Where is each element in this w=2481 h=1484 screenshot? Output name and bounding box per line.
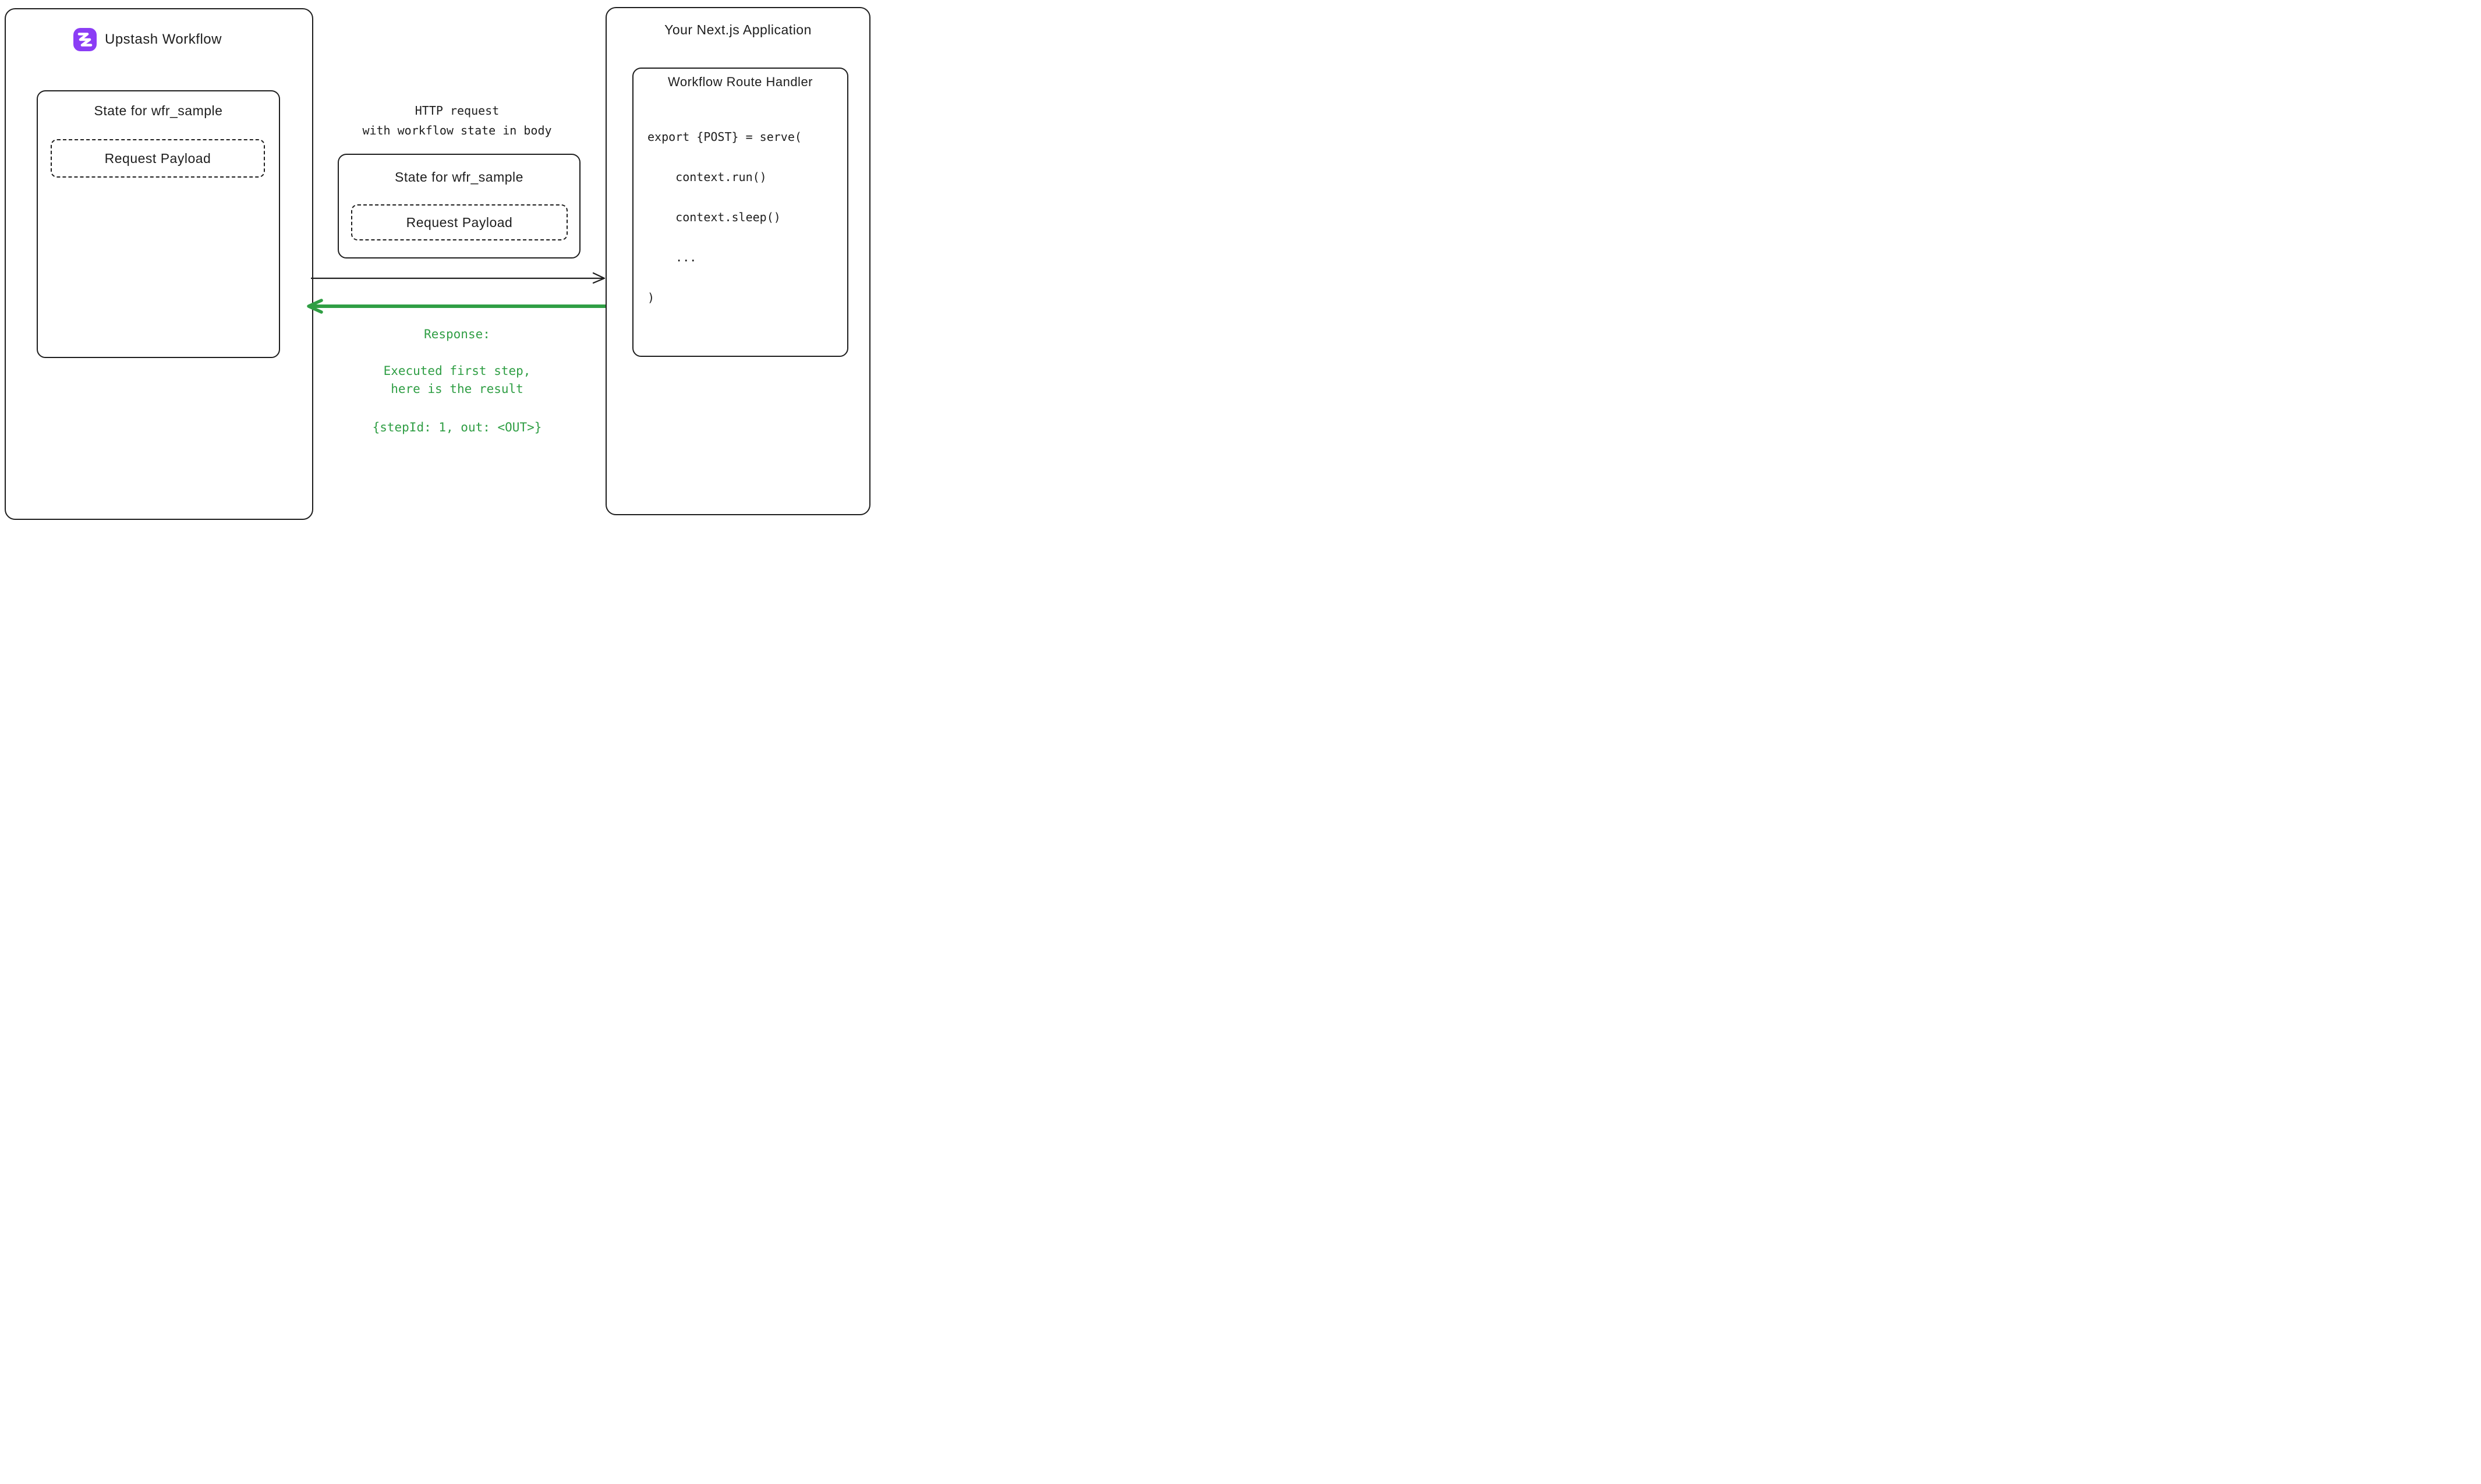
upstash-workflow-title: Upstash Workflow (105, 31, 222, 47)
response-heading: Response: (424, 327, 490, 341)
code-line: context.run() (647, 170, 767, 184)
request-payload-box: Request Payload (351, 204, 568, 240)
route-handler-box (632, 68, 848, 357)
code-line: ) (647, 291, 655, 304)
response-message: Executed first step, here is the result (341, 362, 574, 398)
response-code: {stepId: 1, out: <OUT>} (372, 420, 542, 434)
route-handler-code: export {POST} = serve( context.run() con… (647, 104, 802, 331)
request-state-box-title: State for wfr_sample (395, 169, 523, 185)
left-state-box-title: State for wfr_sample (94, 103, 223, 118)
request-payload-label: Request Payload (406, 214, 513, 230)
nextjs-app-title: Your Next.js Application (664, 22, 812, 37)
http-request-label: HTTP request with workflow state in body (312, 101, 603, 140)
upstash-logo-icon (73, 28, 97, 51)
code-line: context.sleep() (647, 210, 781, 224)
http-request-arrow (311, 272, 606, 284)
zigzag-glyph (77, 33, 93, 47)
route-handler-title: Workflow Route Handler (667, 75, 813, 89)
left-request-payload-label: Request Payload (104, 150, 211, 166)
left-state-box (37, 90, 280, 358)
code-line: export {POST} = serve( (647, 130, 802, 144)
http-request-label-line1: HTTP request (415, 104, 500, 118)
code-line: ... (647, 250, 697, 264)
http-request-label-line2: with workflow state in body (362, 123, 552, 137)
response-message-line2: here is the result (391, 382, 523, 396)
response-arrow (307, 299, 615, 314)
response-message-line1: Executed first step, (383, 364, 531, 378)
left-request-payload-box: Request Payload (51, 139, 265, 178)
diagram-canvas: Upstash Workflow State for wfr_sample Re… (0, 0, 873, 522)
